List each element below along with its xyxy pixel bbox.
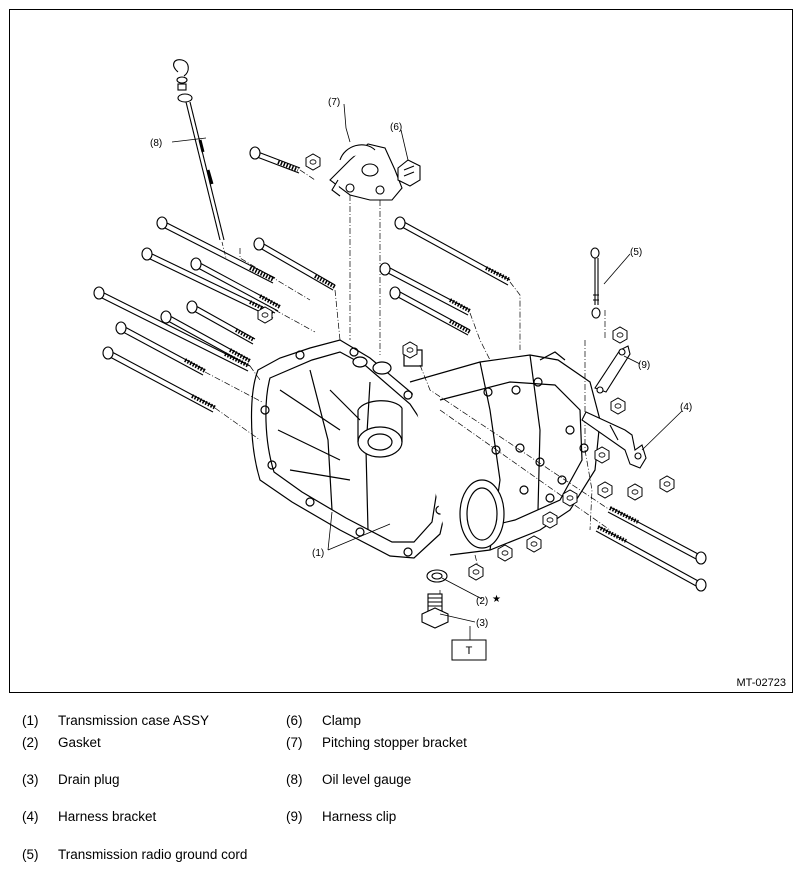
legend-num: (4) xyxy=(22,809,39,824)
leader-lines xyxy=(171,103,683,623)
diagram-frame: (8) (7) (6) (5) (9) (4) (1) (2) ★ (3) T … xyxy=(9,9,793,693)
torque-box: T xyxy=(451,626,487,661)
star-mark: ★ xyxy=(492,594,501,605)
exploded-view-drawing: (8) (7) (6) (5) (9) (4) (1) (2) ★ (3) T xyxy=(93,59,707,661)
ground-cord xyxy=(590,247,601,319)
oil-level-gauge xyxy=(173,59,227,259)
legend-num: (5) xyxy=(22,847,39,862)
legend-num: (3) xyxy=(22,772,39,787)
legend-num: (1) xyxy=(22,713,39,728)
callout-5: (5) xyxy=(630,247,642,258)
legend-num: (9) xyxy=(286,809,303,824)
legend-text: Drain plug xyxy=(58,772,120,787)
callout-9: (9) xyxy=(638,360,650,371)
callout-1: (1) xyxy=(312,548,324,559)
callout-4: (4) xyxy=(680,402,692,413)
legend-num: (2) xyxy=(22,735,39,750)
legend-text: Transmission radio ground cord xyxy=(58,847,248,862)
harness-bracket xyxy=(581,411,647,469)
legend-text: Oil level gauge xyxy=(322,772,412,787)
legend-text: Clamp xyxy=(322,713,362,728)
harness-clip xyxy=(594,345,631,394)
legend-text: Harness clip xyxy=(322,809,397,824)
torque-box-label: T xyxy=(466,645,473,657)
legend-num: (6) xyxy=(286,713,303,728)
legend-num: (8) xyxy=(286,772,303,787)
clamp xyxy=(397,159,421,187)
callout-6: (6) xyxy=(390,122,402,133)
transmission-case xyxy=(250,339,601,559)
callout-8: (8) xyxy=(150,138,162,149)
gasket xyxy=(426,569,448,583)
legend-text: Pitching stopper bracket xyxy=(322,735,467,750)
parts-legend: (1) Transmission case ASSY (2) Gasket (3… xyxy=(0,700,804,871)
legend-text: Transmission case ASSY xyxy=(58,713,210,728)
callout-7: (7) xyxy=(328,97,340,108)
legend-text: Gasket xyxy=(58,735,101,750)
drain-plug xyxy=(421,593,449,629)
callouts: (8) (7) (6) (5) (9) (4) (1) (2) ★ (3) xyxy=(150,97,692,629)
callout-2: (2) xyxy=(476,596,488,607)
legend-num: (7) xyxy=(286,735,303,750)
figure-code: MT-02723 xyxy=(736,677,786,689)
callout-3: (3) xyxy=(476,618,488,629)
legend-text: Harness bracket xyxy=(58,809,157,824)
case-bolts xyxy=(93,146,707,610)
pitching-stopper-bracket xyxy=(329,143,403,201)
